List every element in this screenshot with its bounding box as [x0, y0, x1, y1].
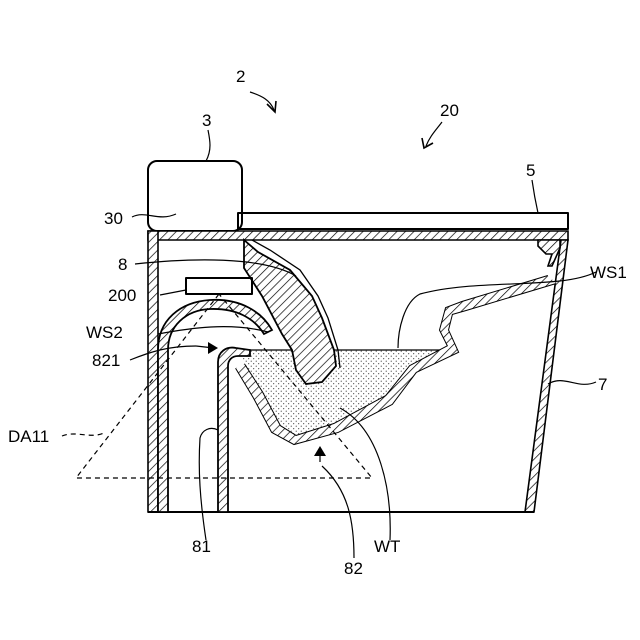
label-7: 7 [598, 375, 607, 394]
label-20: 20 [440, 101, 459, 120]
label-5: 5 [526, 161, 535, 180]
arrow-2 [250, 92, 276, 112]
label-ws2: WS2 [86, 323, 123, 342]
leader-7 [548, 381, 596, 385]
label-3: 3 [202, 111, 211, 130]
label-ws1: WS1 [590, 263, 627, 282]
label-30: 30 [104, 209, 123, 228]
seat-lid [238, 213, 568, 229]
leader-30 [132, 214, 176, 217]
leader-3 [206, 130, 210, 161]
leader-ws1 [398, 272, 596, 348]
leader-da11 [62, 432, 106, 436]
label-200: 200 [108, 286, 136, 305]
label-8: 8 [118, 255, 127, 274]
label-wt: WT [374, 537, 400, 556]
arrow-821 [196, 342, 218, 354]
label-2: 2 [236, 67, 245, 86]
leader-200 [160, 290, 186, 295]
sensor-200 [186, 278, 252, 294]
label-81: 81 [192, 537, 211, 556]
tank [148, 161, 242, 231]
leader-5 [532, 180, 538, 213]
arrow-20 [422, 122, 442, 148]
label-821: 821 [92, 351, 120, 370]
label-da11: DA11 [8, 427, 49, 446]
arrow-82 [314, 446, 326, 462]
leader-81 [199, 428, 218, 540]
label-82: 82 [344, 559, 363, 578]
